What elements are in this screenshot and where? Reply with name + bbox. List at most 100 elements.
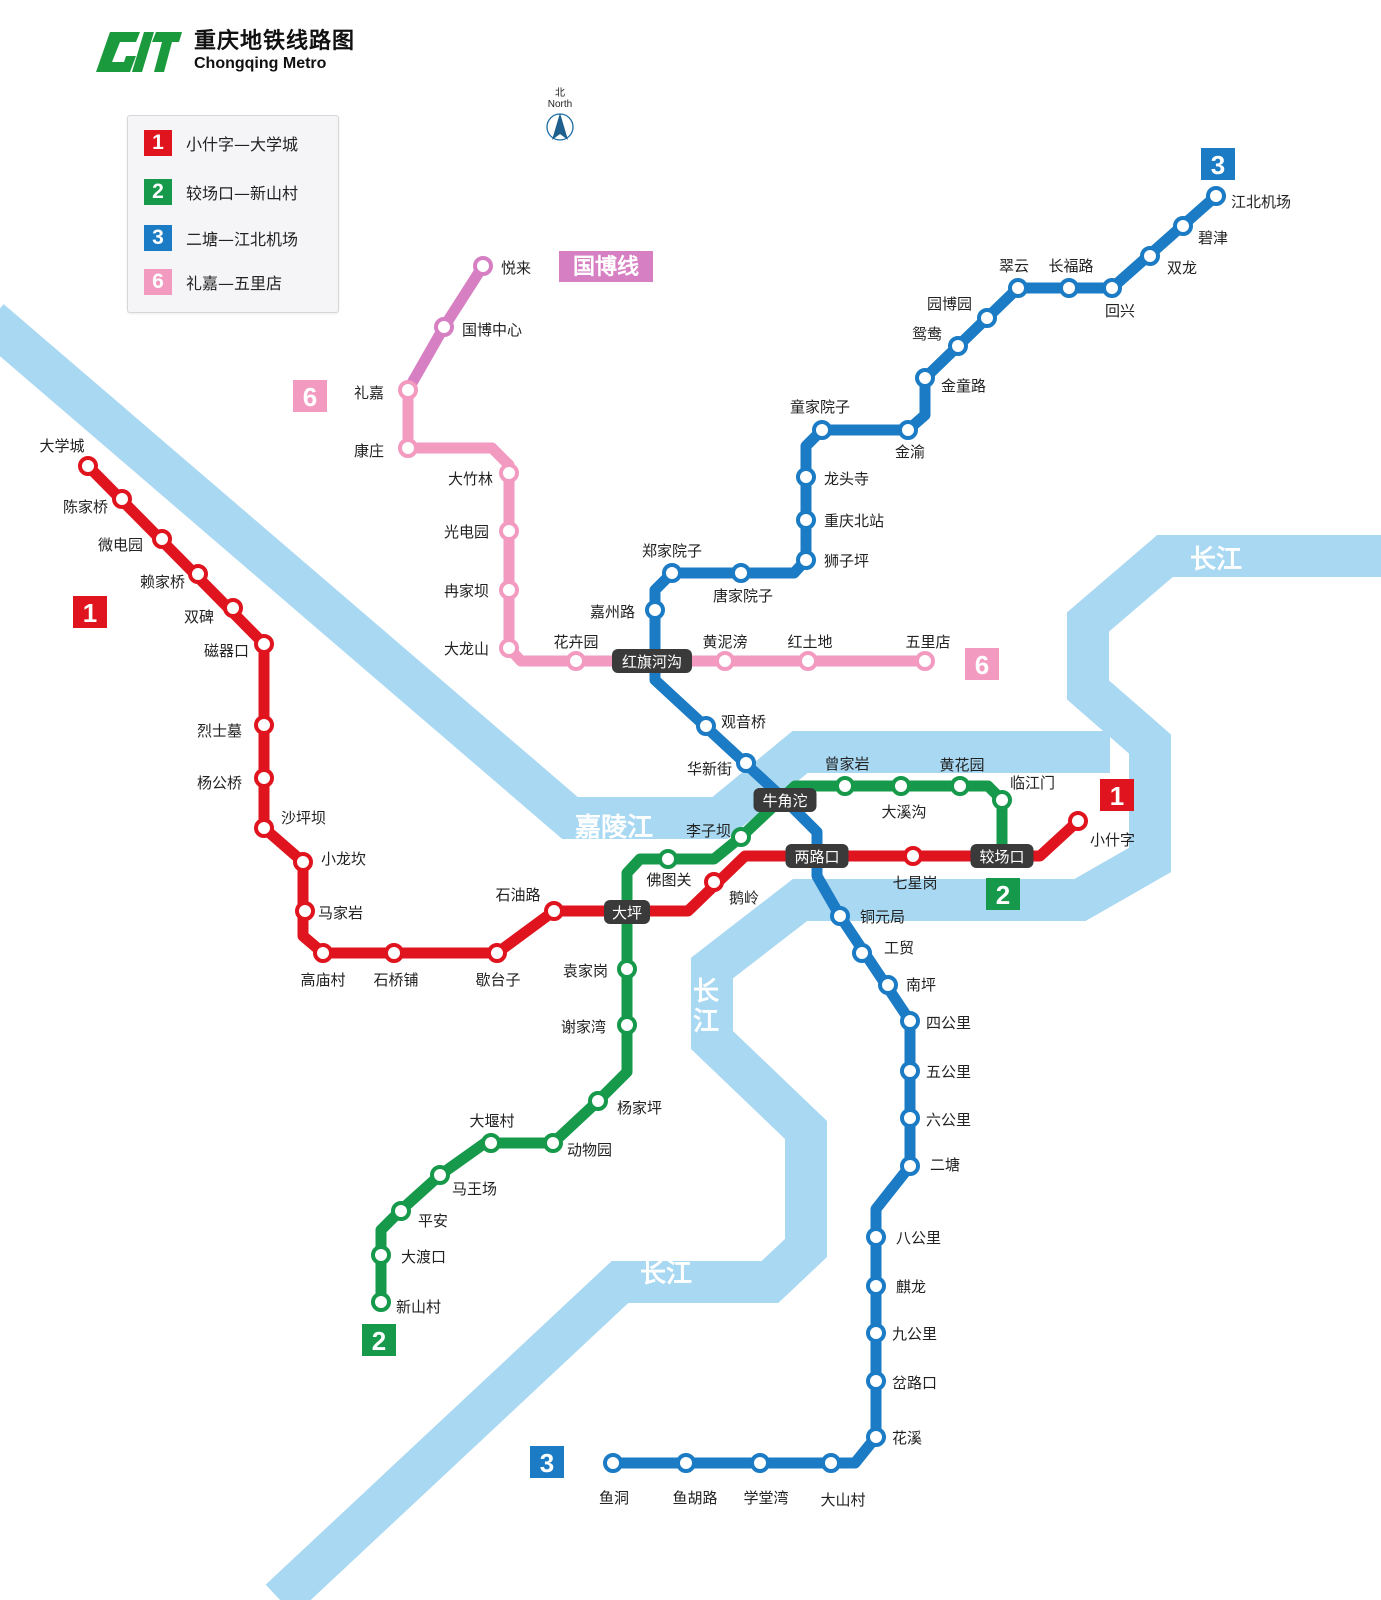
station-光电园[interactable]: 光电园: [444, 521, 519, 541]
station-双碑[interactable]: 双碑: [184, 598, 243, 626]
station-marker-icon[interactable]: [898, 420, 918, 440]
station-marker-icon[interactable]: [617, 1015, 637, 1035]
station-礼嘉[interactable]: 礼嘉: [354, 380, 418, 402]
station-marker-icon[interactable]: [750, 1453, 770, 1473]
station-marker-icon[interactable]: [499, 580, 519, 600]
station-marker-icon[interactable]: [900, 1156, 920, 1176]
station-marker-icon[interactable]: [866, 1427, 886, 1447]
station-marker-icon[interactable]: [796, 550, 816, 570]
station-marker-icon[interactable]: [384, 943, 404, 963]
station-麒龙[interactable]: 麒龙: [866, 1276, 926, 1296]
station-赖家桥[interactable]: 赖家桥: [140, 564, 208, 591]
station-marker-icon[interactable]: [1206, 186, 1226, 206]
transfer-pill[interactable]: [604, 900, 650, 924]
station-marker-icon[interactable]: [715, 651, 735, 671]
station-marker-icon[interactable]: [900, 1011, 920, 1031]
station-marker-icon[interactable]: [704, 872, 724, 892]
station-华新街[interactable]: 华新街: [687, 753, 756, 778]
station-marker-icon[interactable]: [398, 380, 418, 400]
station-marker-icon[interactable]: [915, 368, 935, 388]
station-岔路口[interactable]: 岔路口: [866, 1371, 937, 1392]
station-石油路[interactable]: 石油路: [495, 886, 564, 921]
station-marker-icon[interactable]: [152, 529, 172, 549]
station-marker-icon[interactable]: [254, 818, 274, 838]
station-marker-icon[interactable]: [313, 943, 333, 963]
station-悦来[interactable]: 悦来: [473, 256, 531, 277]
station-七星岗[interactable]: 七星岗: [892, 846, 938, 892]
station-沙坪坝[interactable]: 沙坪坝: [254, 809, 326, 838]
station-二塘[interactable]: 二塘: [900, 1156, 960, 1176]
station-红土地[interactable]: 红土地: [787, 633, 833, 671]
station-四公里[interactable]: 四公里: [900, 1011, 971, 1032]
station-marker-icon[interactable]: [254, 768, 274, 788]
station-烈士墓[interactable]: 烈士墓: [197, 715, 274, 740]
station-marker-icon[interactable]: [293, 852, 313, 872]
station-marker-icon[interactable]: [391, 1201, 411, 1221]
station-大山村[interactable]: 大山村: [820, 1453, 866, 1509]
transfer-pill[interactable]: [753, 788, 817, 812]
station-康庄[interactable]: 康庄: [354, 438, 418, 460]
station-marker-icon[interactable]: [254, 715, 274, 735]
station-歇台子[interactable]: 歇台子: [475, 943, 521, 989]
station-微电园[interactable]: 微电园: [98, 529, 172, 554]
station-工贸[interactable]: 工贸: [852, 939, 914, 963]
station-石桥铺[interactable]: 石桥铺: [373, 943, 419, 989]
station-marker-icon[interactable]: [603, 1453, 623, 1473]
station-花卉园[interactable]: 花卉园: [553, 633, 599, 671]
station-翠云[interactable]: 翠云: [999, 257, 1029, 298]
station-marker-icon[interactable]: [950, 776, 970, 796]
station-marker-icon[interactable]: [371, 1292, 391, 1312]
station-marker-icon[interactable]: [736, 753, 756, 773]
station-鹅岭[interactable]: 鹅岭: [704, 872, 759, 907]
station-marker-icon[interactable]: [645, 600, 665, 620]
station-鱼洞[interactable]: 鱼洞: [599, 1453, 629, 1507]
station-国博中心[interactable]: 国博中心: [434, 317, 522, 339]
station-marker-icon[interactable]: [499, 521, 519, 541]
station-marker-icon[interactable]: [866, 1371, 886, 1391]
station-龙头寺[interactable]: 龙头寺: [796, 467, 869, 488]
station-陈家桥[interactable]: 陈家桥: [63, 489, 132, 516]
station-大渡口[interactable]: 大渡口: [371, 1245, 446, 1266]
station-marker-icon[interactable]: [434, 317, 454, 337]
station-佛图关[interactable]: 佛图关: [646, 849, 692, 889]
station-狮子坪[interactable]: 狮子坪: [796, 550, 869, 570]
station-marker-icon[interactable]: [903, 846, 923, 866]
station-磁器口[interactable]: 磁器口: [204, 634, 274, 660]
transfer-station-较场口[interactable]: 较场口: [970, 844, 1034, 868]
station-marker-icon[interactable]: [543, 1133, 563, 1153]
transfer-station-牛角沱[interactable]: 牛角沱: [753, 788, 817, 812]
station-marker-icon[interactable]: [852, 943, 872, 963]
station-临江门[interactable]: 临江门: [992, 774, 1055, 810]
station-黄泥滂[interactable]: 黄泥滂: [702, 633, 748, 671]
station-观音桥[interactable]: 观音桥: [696, 713, 766, 736]
station-marker-icon[interactable]: [398, 438, 418, 458]
station-marker-icon[interactable]: [821, 1453, 841, 1473]
station-五里店[interactable]: 五里店: [905, 633, 951, 671]
transfer-station-大坪[interactable]: 大坪: [604, 900, 650, 924]
station-marker-icon[interactable]: [566, 651, 586, 671]
station-marker-icon[interactable]: [481, 1133, 501, 1153]
station-marker-icon[interactable]: [1008, 278, 1028, 298]
station-金童路[interactable]: 金童路: [915, 368, 986, 395]
transfer-pill[interactable]: [785, 844, 849, 868]
station-marker-icon[interactable]: [499, 638, 519, 658]
station-marker-icon[interactable]: [662, 563, 682, 583]
station-郑家院子[interactable]: 郑家院子: [642, 542, 702, 583]
station-长福路[interactable]: 长福路: [1048, 257, 1094, 298]
station-杨家坪[interactable]: 杨家坪: [588, 1091, 662, 1117]
station-马家岩[interactable]: 马家岩: [295, 901, 363, 922]
station-marker-icon[interactable]: [658, 849, 678, 869]
station-marker-icon[interactable]: [617, 959, 637, 979]
station-marker-icon[interactable]: [696, 716, 716, 736]
station-重庆北站[interactable]: 重庆北站: [796, 510, 884, 530]
station-marker-icon[interactable]: [866, 1323, 886, 1343]
station-marker-icon[interactable]: [866, 1276, 886, 1296]
station-marker-icon[interactable]: [473, 256, 493, 276]
station-童家院子[interactable]: 童家院子: [790, 398, 850, 440]
station-marker-icon[interactable]: [223, 598, 243, 618]
station-花溪[interactable]: 花溪: [866, 1427, 922, 1447]
station-marker-icon[interactable]: [830, 906, 850, 926]
station-marker-icon[interactable]: [948, 336, 968, 356]
station-marker-icon[interactable]: [1059, 278, 1079, 298]
station-marker-icon[interactable]: [866, 1227, 886, 1247]
